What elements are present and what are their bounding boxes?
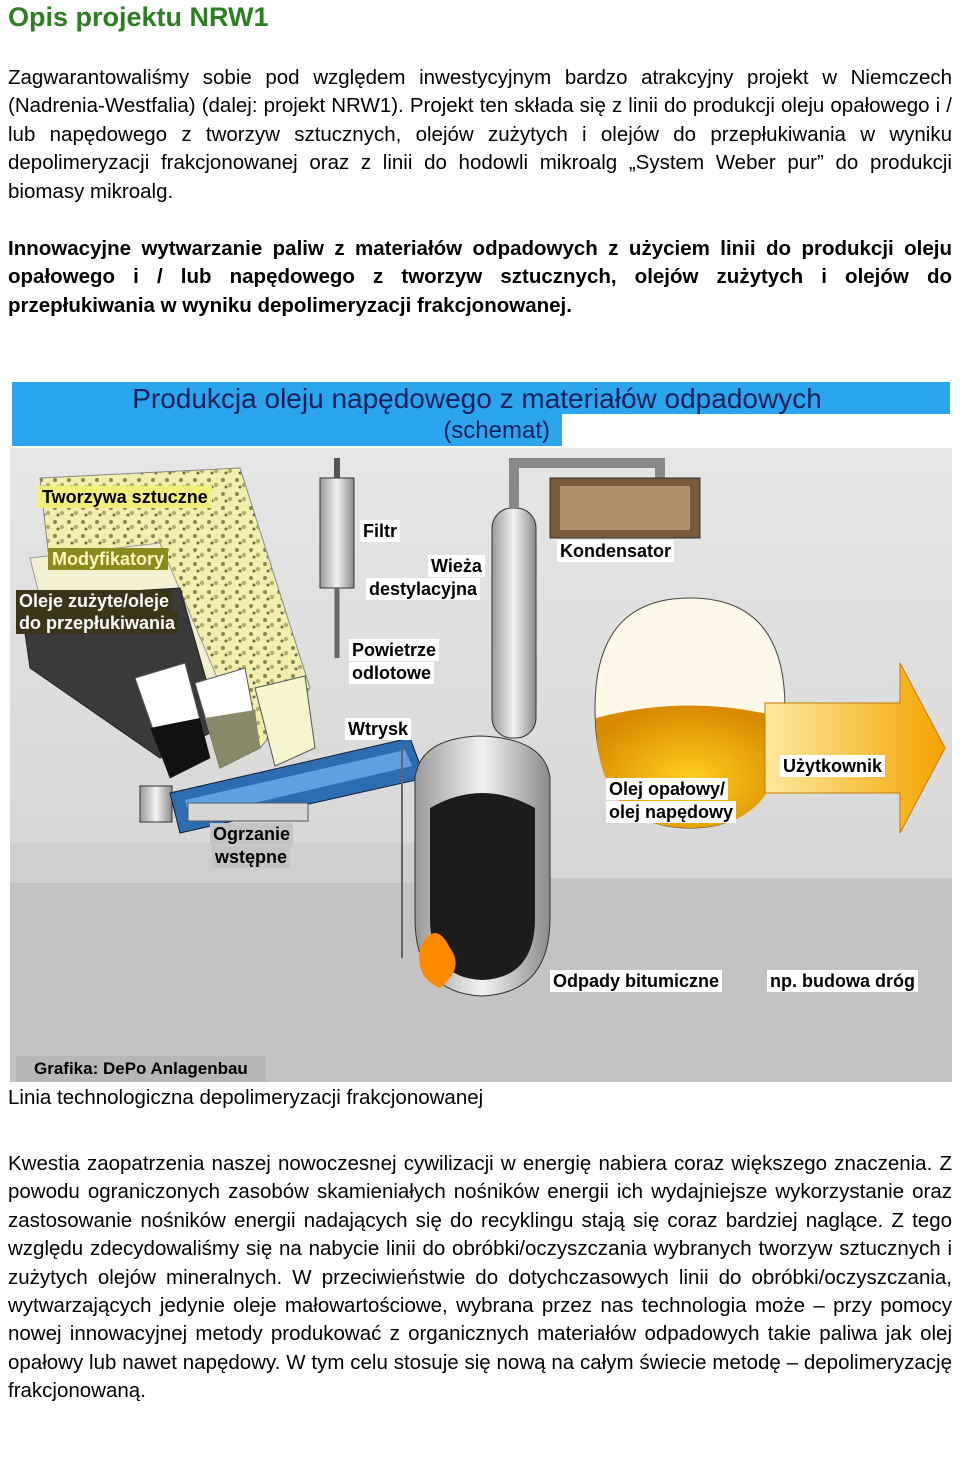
body-paragraph: Kwestia zaopatrzenia naszej nowoczesnej … (8, 1152, 952, 1403)
bin-2-fill (205, 710, 260, 768)
bold-paragraph: Innowacyjne wytwarzanie paliw z materiał… (8, 237, 952, 317)
filter-column (319, 477, 355, 589)
label-filter: Filtr (360, 520, 400, 542)
flame (419, 933, 456, 988)
tower-pipe (509, 458, 665, 508)
label-bitumen-waste: Odpady bitumiczne (550, 970, 723, 992)
label-injection: Wtrysk (345, 718, 412, 740)
label-exhaust-2: odlotowe (349, 662, 434, 684)
output-arrow (764, 662, 946, 834)
page-title: Opis projektu NRW1 (8, 2, 269, 32)
label-user: Użytkownik (780, 755, 886, 777)
label-condenser: Kondensator (557, 540, 675, 562)
label-modifiers: Modyfikatory (48, 548, 169, 570)
diagram-subtitle-banner (12, 414, 562, 446)
label-tower-2: destylacyjna (366, 578, 481, 600)
label-tower-1: Wieża (428, 555, 485, 577)
heating-coil (187, 802, 309, 822)
diagram-title: Produkcja oleju napędowego z materiałów … (132, 383, 822, 414)
label-preheat-1: Ogrzanie (210, 823, 294, 845)
bin-3 (254, 675, 316, 767)
label-used-oils-2: do przepłukiwania (16, 612, 179, 634)
label-oil-1: Olej opałowy/ (606, 778, 729, 800)
process-diagram: Tworzywa sztuczne Modyfikatory Oleje zuż… (10, 448, 952, 1082)
distillation-tower (491, 507, 537, 739)
label-preheat-2: wstępne (212, 846, 291, 868)
label-oil-2: olej napędowy (606, 801, 737, 823)
diagram-subtitle: (schemat) (443, 417, 550, 444)
intro-paragraph: Zagwarantowaliśmy sobie pod względem inw… (8, 66, 952, 203)
label-used-oils-1: Oleje zużyte/oleje (16, 590, 173, 612)
bin-1-fill (150, 718, 210, 778)
label-plastics: Tworzywa sztuczne (38, 486, 212, 508)
condenser-fins (560, 486, 690, 530)
diagram-title-banner (12, 382, 950, 414)
label-road-building: np. budowa dróg (767, 970, 918, 992)
label-exhaust-1: Powietrze (349, 639, 440, 661)
motor (139, 785, 173, 823)
graphic-credit: Grafika: DePo Anlagenbau (16, 1056, 266, 1082)
figure-caption: Linia technologiczna depolimeryzacji fra… (8, 1086, 484, 1109)
screw-conveyor-inner (185, 750, 412, 818)
reactor-content (430, 793, 535, 980)
